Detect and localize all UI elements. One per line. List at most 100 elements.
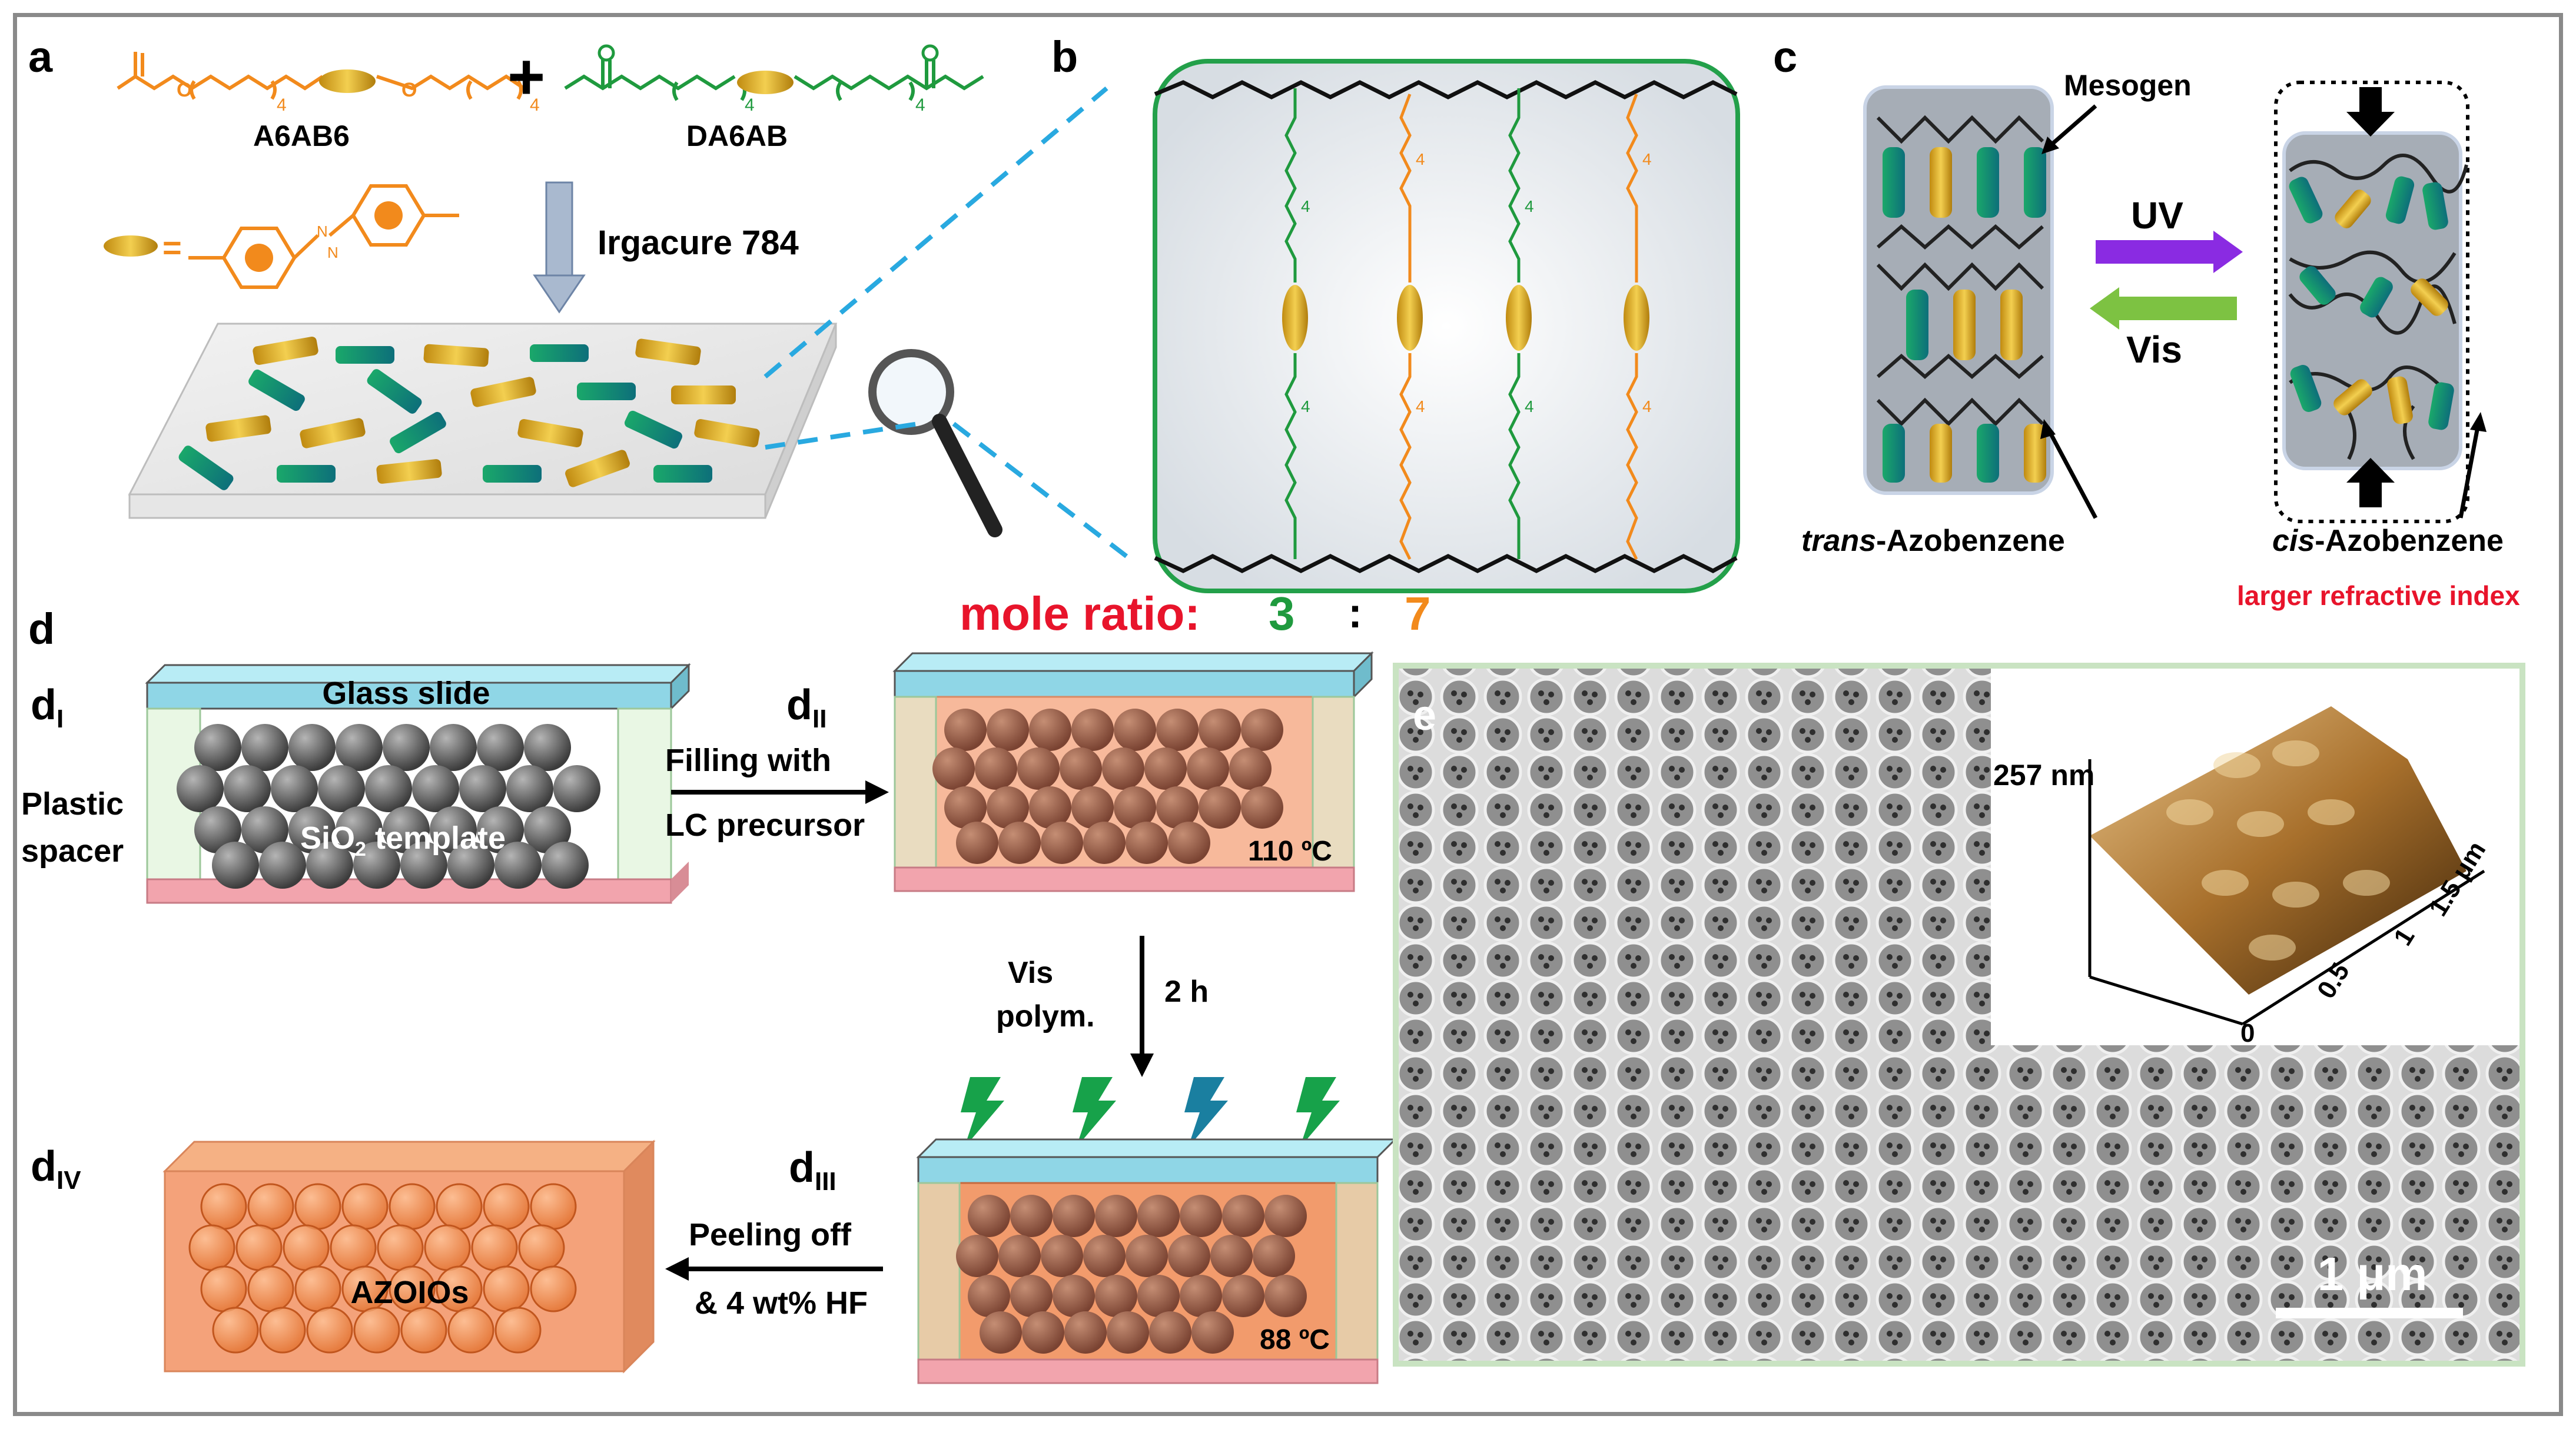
panel-d: d dI Glass slide Plastic spacer SiO2 tem… <box>21 604 1397 1384</box>
plus-sign: + <box>507 41 545 113</box>
sio2-spheres <box>177 724 600 889</box>
lc-infiltrated-spheres-d3 <box>956 1195 1307 1354</box>
step-label-d1: dI <box>31 682 64 733</box>
figure-frame <box>13 13 2563 1416</box>
peel-arrow-head <box>665 1257 689 1281</box>
film-mesogens <box>178 336 760 490</box>
fill-arrow-head <box>865 780 889 804</box>
mesogen-legend-icon <box>104 235 158 257</box>
vis-arrow-head <box>2090 287 2119 330</box>
a6ab6-label: A6AB6 <box>253 119 350 152</box>
mesogen-pointer <box>2047 104 2097 149</box>
film-plate-side <box>764 323 837 519</box>
chain-sub4-4: 4 <box>1642 150 1652 168</box>
a6ab6-mesogen-icon <box>319 69 376 93</box>
trans-pointer-head <box>2040 419 2056 439</box>
a6ab6-structure <box>117 52 525 100</box>
chain-sub4-2: 4 <box>1416 150 1425 168</box>
d2-sub: II <box>812 704 826 733</box>
d2-main: d <box>786 682 812 729</box>
mesogen-label: Mesogen <box>2064 69 2192 102</box>
chain-mesogen-1 <box>1282 285 1308 351</box>
da6ab-sub4-left: 4 <box>745 95 755 115</box>
backbone-top <box>1154 80 1738 99</box>
trans-rest: -Azobenzene <box>1876 524 2065 558</box>
filling-label-2: LC precursor <box>665 807 865 843</box>
d1-sub: I <box>57 704 64 733</box>
spacer-label: spacer <box>21 833 124 869</box>
step-label-d2: dII <box>786 682 826 733</box>
irgacure-arrow-head <box>533 274 586 314</box>
temp-88-label: 88 ºC <box>1260 1324 1330 1355</box>
chain-sub4-5: 4 <box>1301 397 1310 416</box>
panel-letter-b: b <box>1051 32 1078 81</box>
peeling-label-1: Peeling off <box>689 1217 852 1252</box>
panel-b: b 4 4 4 4 4 4 4 4 mole <box>960 32 1740 640</box>
d3-main: d <box>789 1144 815 1191</box>
glass-slide-label: Glass slide <box>322 676 490 711</box>
vis-label: Vis <box>2126 328 2182 371</box>
sio2-sub: 2 <box>355 838 366 860</box>
da6ab-carbonyl-right <box>921 44 939 62</box>
chain-sub4-7: 4 <box>1525 397 1534 416</box>
chain-sub4-8: 4 <box>1642 397 1652 416</box>
cell-d1 <box>145 663 691 904</box>
phenyl-dot-right <box>374 201 403 230</box>
scale-bar-label: 1 μm <box>2318 1248 2428 1300</box>
a6ab6-sub4-right: 4 <box>530 95 540 115</box>
sio2-b: template <box>366 820 506 856</box>
azo-n-top: N <box>317 222 328 240</box>
mesogen-pointer-head <box>2041 137 2059 154</box>
vis-polym-label-2: polym. <box>996 999 1095 1033</box>
da6ab-label: DA6AB <box>686 119 788 152</box>
chain-sub4-1: 4 <box>1301 197 1310 215</box>
panel-letter-a: a <box>28 32 53 81</box>
plastic-label: Plastic <box>21 786 124 822</box>
da6ab-carbonyl-left <box>597 44 615 62</box>
panel-letter-e: e <box>1413 692 1436 739</box>
da6ab-sub4-right: 4 <box>915 95 925 115</box>
step-label-d3: dIII <box>789 1144 836 1196</box>
trans-pointer <box>2046 428 2098 519</box>
compress-arrow-top <box>2346 87 2395 137</box>
sio2-template-label: SiO2 template <box>300 820 506 860</box>
chain-mesogen-3 <box>1506 285 1532 351</box>
trans-mesogens <box>1883 147 2046 483</box>
panel-c: c Mesogen trans-Azobenzene <box>1773 32 2520 611</box>
da6ab-structure <box>564 59 984 101</box>
phenyl-dot-left <box>245 244 273 272</box>
irgacure-arrow-shaft <box>545 181 573 278</box>
chain-mesogen-4 <box>1624 285 1649 351</box>
sio2-a: SiO <box>300 820 355 856</box>
azo-n-bottom: N <box>327 244 338 261</box>
side-chains-orange <box>1399 94 1638 560</box>
cis-pointer <box>2458 423 2481 519</box>
azoios-label: AZOIOs <box>350 1275 469 1310</box>
d4-main: d <box>31 1143 57 1190</box>
filling-label-1: Filling with <box>665 743 831 778</box>
afm-bumps <box>2166 740 2390 961</box>
time-label: 2 h <box>1164 975 1209 1009</box>
panel-e: e 257 nm 0 0.5 1 1.5 μm 1 μm <box>1393 663 2525 1367</box>
trans-azobenzene-label: trans-Azobenzene <box>1801 524 2065 558</box>
uv-arrow-shaft <box>2096 240 2213 264</box>
mole-ratio-colon: : <box>1348 590 1362 637</box>
backbone-bottom <box>1154 554 1738 573</box>
film-plate-front <box>128 493 766 519</box>
light-bolt-icons <box>961 1077 1340 1148</box>
da6ab-mesogen-icon <box>737 71 794 94</box>
chain-sub4-3: 4 <box>1525 197 1534 215</box>
panel-letter-d: d <box>28 604 55 653</box>
d4-sub: IV <box>57 1166 81 1195</box>
afm-surface <box>2090 706 2467 995</box>
afm-height-label: 257 nm <box>1993 759 2094 792</box>
magnifier-icon <box>868 349 954 435</box>
zoom-lines <box>763 86 1132 561</box>
vis-polym-label-1: Vis <box>1008 956 1053 990</box>
chain-sub4-6: 4 <box>1416 397 1425 416</box>
polym-arrow-head <box>1130 1054 1154 1077</box>
panel-a: a O O 4 4 A6AB6 + 4 4 DA6AB <box>28 32 1002 537</box>
azoio-hollow-spheres <box>188 1183 577 1354</box>
mesogen-equals: = <box>162 229 182 266</box>
